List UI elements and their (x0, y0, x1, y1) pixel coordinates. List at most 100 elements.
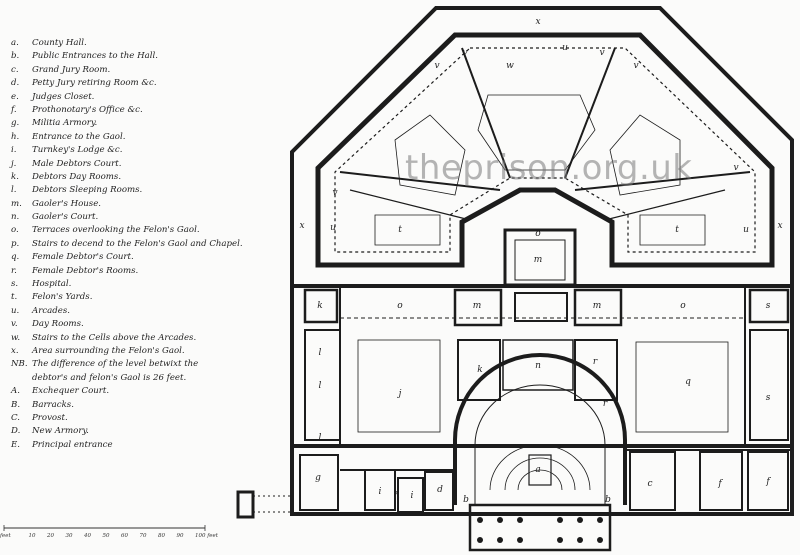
legend-item: h. Entrance to the Gaol. (8, 132, 293, 145)
legend-item: g. Militia Armory. (8, 118, 293, 131)
legend-text: Stairs to the Cells above the Arcades. (32, 332, 197, 343)
legend-item: p. Stairs to decend to the Felon's Gaol a… (8, 239, 293, 252)
legend-note-continued: debtor's and felon's Gaol is 26 feet. (8, 373, 293, 386)
legend-note: NB.The difference of the level betwixt t… (8, 359, 293, 372)
label-m: m (534, 255, 543, 265)
scale-label: 70 (139, 533, 147, 539)
label-w: w (506, 61, 514, 71)
scale-bar-line (3, 525, 206, 531)
legend-text: Provost. (32, 412, 68, 423)
legend-text: Gaoler's House. (32, 198, 102, 209)
legend-item: m.Gaoler's House. (8, 199, 293, 212)
label-m: m (593, 301, 602, 311)
legend-item: n.Gaoler's Court. (8, 212, 293, 225)
legend-key: a. (11, 38, 19, 48)
legend-item: D.New Armory. (8, 426, 293, 439)
legend-item: q. Female Debtor's Court. (8, 252, 293, 265)
legend-item: v.Day Rooms. (8, 319, 293, 332)
label-q: q (685, 377, 691, 387)
label-b: b (463, 495, 469, 505)
legend-key: k. (11, 171, 19, 182)
label-j: j (397, 389, 402, 399)
legend-text: Judges Closet. (32, 91, 95, 102)
legend-key: o. (11, 225, 19, 236)
legend-text: Petty Jury retiring Room &c. (32, 78, 157, 89)
legend-text: Stairs to decend to the Felon's Gaol and… (32, 238, 243, 249)
scale-label: 90 (176, 533, 184, 539)
label-l: l (319, 433, 322, 443)
legend-item: u.Arcades. (8, 306, 293, 319)
label-l: l (319, 381, 322, 391)
legend-key: h. (11, 131, 20, 142)
legend-item: j.Male Debtors Court. (8, 159, 293, 172)
legend-key: e. (11, 91, 19, 102)
legend-text: Grand Jury Room. (32, 64, 111, 75)
legend-key: E. (11, 439, 21, 450)
scale-label: 60 (121, 533, 128, 539)
scale-label: 40 (84, 533, 91, 539)
legend-item: a.County Hall. (8, 38, 293, 51)
label-s: s (766, 301, 771, 311)
legend-item: s.Hospital. (8, 279, 293, 292)
legend-item: o. Terraces overlooking the Felon's Gaol. (8, 225, 293, 238)
label-n: n (535, 361, 541, 371)
legend-text: Turnkey's Lodge &c. (32, 145, 123, 156)
legend-text: The difference of the level betwixt the (32, 359, 199, 370)
legend-text: Area surrounding the Felon's Gaol. (32, 345, 185, 356)
legend-key: B. (11, 399, 21, 410)
legend-key: q. (11, 252, 20, 263)
legend-key: u. (11, 305, 20, 316)
legend-item: B.Barracks. (8, 400, 293, 413)
label-i: i (379, 487, 382, 497)
plan-room-labels: x x x v v v v v v u u u w t t o m k o m … (299, 17, 782, 505)
legend-item: d. Petty Jury retiring Room &c. (8, 78, 293, 91)
legend-key: n. (11, 212, 20, 223)
legend-text: Entrance to the Gaol. (32, 131, 126, 142)
legend-key: b. (11, 51, 20, 62)
legend-key: c. (11, 64, 19, 75)
legend-key: s. (11, 279, 19, 290)
legend-text: Felon's Yards. (32, 292, 93, 303)
label-v: v (733, 163, 738, 173)
label-o: o (397, 301, 403, 311)
legend-text: Terraces overlooking the Felon's Gaol. (32, 225, 200, 236)
legend-key: v. (11, 319, 18, 330)
scale-label: 20 (47, 533, 54, 539)
legend-item: C. Provost. (8, 413, 293, 426)
label-k: k (477, 365, 482, 375)
label-d: d (437, 485, 443, 495)
label-r: r (603, 399, 608, 409)
label-v: v (462, 48, 467, 58)
scale-label: 10 (28, 533, 36, 539)
label-k: k (317, 301, 322, 311)
legend-text: Militia Armory. (32, 118, 98, 129)
legend-item: t. Felon's Yards. (8, 292, 293, 305)
scale-label: feet (0, 533, 11, 539)
legend-text: Female Debtor's Court. (32, 252, 134, 263)
label-o: o (535, 229, 541, 239)
legend-text: debtor's and felon's Gaol is 26 feet. (32, 372, 187, 383)
outer-boundary-wall (290, 6, 794, 288)
legend-text: Prothonotary's Office &c. (32, 104, 143, 115)
watermark: theprison.org.uk (405, 148, 693, 188)
label-r: r (593, 357, 598, 367)
legend-key: C. (11, 412, 21, 423)
legend-key: p. (11, 238, 20, 249)
legend-key: g. (11, 118, 20, 129)
legend: a.County Hall.b.Public Entrances to the … (8, 38, 293, 453)
legend-key: x. (11, 345, 19, 356)
legend-item: x. Area surrounding the Felon's Gaol. (8, 346, 293, 359)
label-f: f (765, 477, 771, 487)
legend-item: l.Debtors Sleeping Rooms. (8, 185, 293, 198)
legend-key: d. (11, 78, 20, 89)
label-t: t (398, 225, 402, 235)
label-i: i (411, 491, 414, 501)
legend-item: A.Exchequer Court. (8, 386, 293, 399)
legend-key: t. (11, 292, 18, 303)
scale-label: 100 feet (195, 533, 219, 539)
label-t: t (675, 225, 679, 235)
label-a: a (535, 465, 540, 475)
legend-text: Principal entrance (32, 439, 113, 450)
legend-key: j. (11, 158, 17, 169)
legend-item: b.Public Entrances to the Hall. (8, 51, 293, 64)
